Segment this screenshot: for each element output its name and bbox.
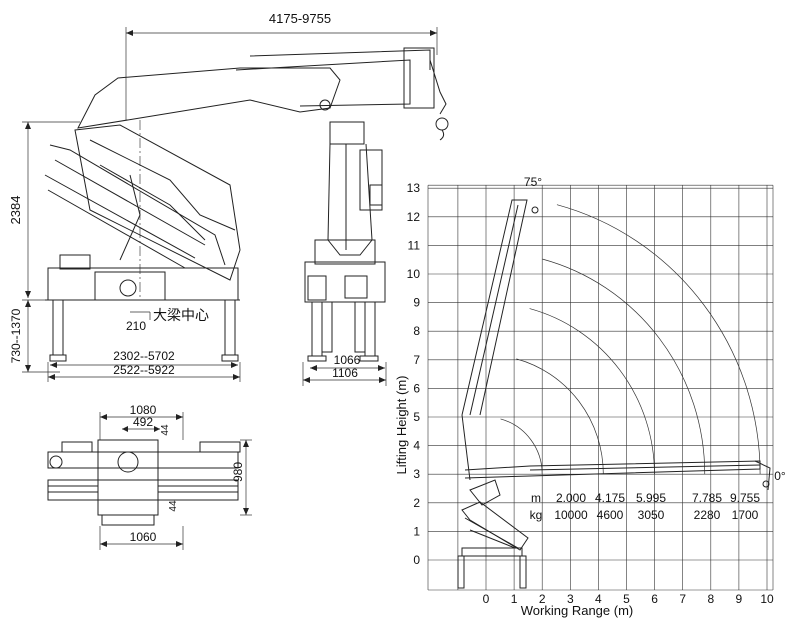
bottom-width-dimension: 1060 <box>130 530 157 544</box>
side-view: 4175-9755 2384 730--1370 <box>8 11 449 382</box>
leg-height-dimension: 730--1370 <box>9 308 23 363</box>
y-tick-label: 8 <box>413 324 420 338</box>
max-angle-label: 75° <box>524 175 542 189</box>
load-value: 3050 <box>638 508 665 522</box>
reach-arc <box>556 204 761 475</box>
radius-value: 9.755 <box>730 491 760 505</box>
load-value: 1700 <box>732 508 759 522</box>
table-unit-kg: kg <box>530 508 543 522</box>
y-tick-label: 2 <box>413 496 420 510</box>
radius-value: 2.000 <box>556 491 586 505</box>
top-44-dimension: 44 <box>160 424 171 436</box>
y-tick-label: 11 <box>408 238 421 252</box>
x-tick-label: 7 <box>679 592 686 606</box>
x-tick-label: 0 <box>483 592 490 606</box>
y-tick-label: 7 <box>413 353 420 367</box>
load-table: m kg 2.000 4.175 5.995 7.785 9.755 10000… <box>530 491 761 522</box>
load-value: 10000 <box>554 508 588 522</box>
x-tick-label: 5 <box>623 592 630 606</box>
depth-dimension: 980 <box>231 462 245 482</box>
total-length-dimension: 4175-9755 <box>269 11 331 26</box>
x-tick-labels: 0 1 2 3 4 5 6 7 8 9 10 <box>483 592 774 606</box>
y-tick-label: 0 <box>413 553 420 567</box>
x-axis-label: Working Range (m) <box>521 603 633 618</box>
crane-silhouette <box>457 199 771 589</box>
x-tick-label: 10 <box>760 592 774 606</box>
radius-value: 5.995 <box>636 491 666 505</box>
beam-center-label: 大梁中心 <box>153 307 209 323</box>
load-value: 2280 <box>694 508 721 522</box>
radius-value: 7.785 <box>692 491 722 505</box>
top-width-dimension: 1080 <box>130 403 157 417</box>
y-axis-label: Lifting Height (m) <box>394 376 409 475</box>
y-tick-label: 6 <box>413 381 420 395</box>
x-tick-label: 1 <box>511 592 518 606</box>
y-tick-label: 3 <box>413 467 420 481</box>
y-tick-label: 13 <box>407 181 421 195</box>
mid-width-dimension: 492 <box>133 415 153 429</box>
y-tick-label: 9 <box>413 296 420 310</box>
span-outer-dimension: 2522--5922 <box>113 363 175 377</box>
chart-grid <box>427 184 774 591</box>
table-unit-m: m <box>531 491 541 505</box>
reach-arc <box>529 308 655 475</box>
y-tick-label: 1 <box>413 524 420 538</box>
x-tick-label: 9 <box>736 592 743 606</box>
offset-dimension: 210 <box>126 319 146 333</box>
reach-arcs <box>500 204 761 475</box>
rear-view: 1066 1106 <box>302 121 387 386</box>
reach-arc <box>516 358 604 475</box>
load-value: 4600 <box>597 508 624 522</box>
rear-width-inner-dimension: 1066 <box>334 353 361 367</box>
x-tick-label: 4 <box>595 592 602 606</box>
min-angle-label: 0° <box>774 469 786 483</box>
reach-arc <box>542 258 706 475</box>
bottom-44-dimension: 44 <box>168 500 179 512</box>
top-view: 1080 492 44 980 44 1060 <box>47 403 252 550</box>
rear-width-outer-dimension: 1106 <box>332 366 358 380</box>
span-inner-dimension: 2302--5702 <box>113 349 175 363</box>
y-tick-label: 5 <box>413 410 420 424</box>
y-tick-label: 4 <box>413 439 420 453</box>
x-tick-label: 3 <box>567 592 574 606</box>
y-tick-label: 12 <box>407 210 421 224</box>
radius-value: 4.175 <box>595 491 625 505</box>
x-tick-label: 6 <box>651 592 658 606</box>
x-tick-label: 2 <box>539 592 546 606</box>
height-dimension: 2384 <box>8 196 23 225</box>
x-tick-label: 8 <box>707 592 714 606</box>
y-tick-label: 10 <box>407 267 421 281</box>
